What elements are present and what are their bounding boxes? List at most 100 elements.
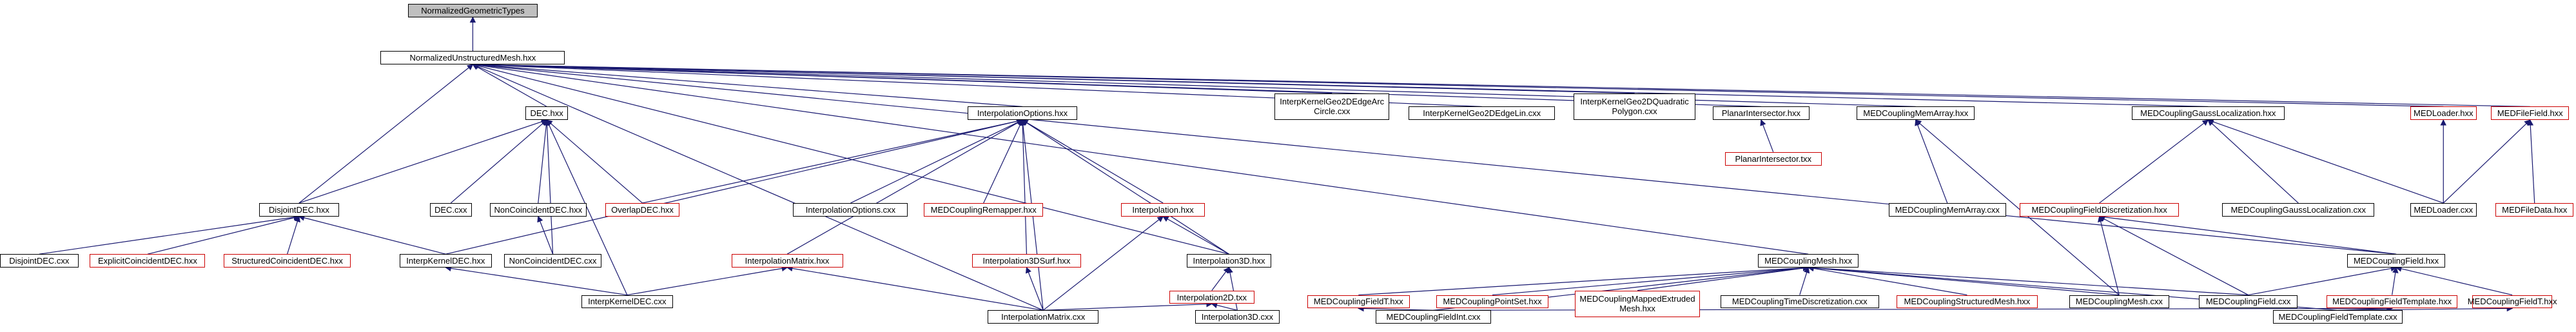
node-gaussloc-h[interactable]: MEDCouplingGaussLocalization.hxx [2131,106,2285,121]
edge-noncoin_c-to-dec_h [543,119,554,255]
edge-ftmpl_c-to-ft_h2 [2337,305,2513,312]
node-i3d-h[interactable]: Interpolation3D.hxx [1186,254,1272,268]
edge-fint_c-to-ft_h [1358,305,1434,312]
edge-mcmesh_c-to-fdisc_h [2098,215,2120,295]
node-medloader-c[interactable]: MEDLoader.cxx [2410,202,2477,217]
edge-interp_h-to-iopt_h [1022,119,1164,204]
node-overlap-h[interactable]: OverlapDEC.hxx [605,202,680,217]
edge-fdisc_h-to-gaussloc_h [2099,119,2209,204]
edge-mcmesh_c-to-mema_h [1915,119,2120,296]
edge-ftmpl_h-to-field_h [2392,266,2399,295]
node-mema-h[interactable]: MEDCouplingMemArray.hxx [1857,106,1975,121]
edge-tdisc_c-to-mcmesh_h [1799,266,1810,295]
node-ft-h[interactable]: MEDCouplingFieldT.hxx [1307,295,1410,309]
node-interp-h[interactable]: Interpolation.hxx [1120,202,1205,217]
node-planar-h[interactable]: PlanarIntersector.hxx [1712,106,1810,121]
node-iopt-c[interactable]: InterpolationOptions.cxx [793,202,908,217]
edge-djdec_h-to-num [298,64,474,204]
edge-remap_h-to-iopt_h [983,119,1023,204]
edge-dec_c-to-dec_h [450,119,548,204]
edge-i3d_h-to-interp_h [1162,216,1229,255]
node-quadpoly[interactable]: InterpKernelGeo2DQuadratic Polygon.cxx [1574,93,1696,121]
node-fdisc-h[interactable]: MEDCouplingFieldDiscretization.hxx [2020,202,2179,217]
edge-ikdec_h-to-djdec_h [298,215,446,255]
node-noncoin-h[interactable]: NonCoincidentDEC.hxx [489,202,587,217]
edge-mcmesh_c-to-mcmesh_h [1807,264,2120,296]
edge-smesh_h-to-mcmesh_h [1807,265,1967,296]
edge-medfiledata-to-medfile_h [2527,119,2535,203]
node-ft-h2[interactable]: MEDCouplingFieldT.hxx [2468,295,2557,309]
edge-i3dsurf_h-to-iopt_h [1019,119,1028,255]
node-expl-h[interactable]: ExplicitCoincidentDEC.hxx [90,254,206,268]
node-mcmesh-h[interactable]: MEDCouplingMesh.hxx [1757,254,1859,268]
edge-ikdec_c-to-dec_h [546,119,628,295]
edge-djdec_c-to-djdec_h [39,214,300,255]
node-smesh-h[interactable]: MEDCouplingStructuredMesh.hxx [1896,295,2038,309]
edge-dec_h-to-num [472,64,547,107]
node-medloader-h[interactable]: MEDLoader.hxx [2410,106,2477,121]
node-field-h[interactable]: MEDCouplingField.hxx [2347,254,2446,268]
node-fint-c[interactable]: MEDCouplingFieldInt.cxx [1376,310,1491,324]
node-edgearc[interactable]: InterpKernelGeo2DEdgeArc Circle.cxx [1274,93,1390,121]
edge-imatrix_h-to-iopt_h [786,119,1024,255]
node-medfiledata[interactable]: MEDFileData.hxx [2495,202,2574,217]
node-field-c[interactable]: MEDCouplingField.cxx [2199,295,2298,309]
node-pset-h[interactable]: MEDCouplingPointSet.hxx [1436,295,1548,309]
node-imatrix-c[interactable]: InterpolationMatrix.cxx [988,310,1099,324]
node-dec-c[interactable]: DEC.cxx [429,202,472,217]
node-mapped-h[interactable]: MEDCouplingMappedExtruded Mesh.hxx [1575,290,1700,318]
edge-noncoin_h-to-dec_h [538,119,550,204]
edge-ikdec_h-to-iopt_h [445,118,1024,255]
node-i2d-t[interactable]: Interpolation2D.txx [1169,290,1254,304]
edge-mema_c-to-mema_h [1915,119,1948,204]
edge-ikdec_c-to-ikdec_h [445,265,627,296]
node-djdec-c[interactable]: DisjointDEC.cxx [0,254,79,268]
node-mema-c[interactable]: MEDCouplingMemArray.cxx [1888,202,2006,217]
node-root: NormalizedGeometricTypes [408,3,538,17]
edge-struct_h-to-djdec_h [287,215,300,255]
node-i3dsurf-h[interactable]: Interpolation3DSurf.hxx [972,254,1081,268]
edge-planar_h-to-num [472,61,1761,107]
node-ftmpl-c[interactable]: MEDCouplingFieldTemplate.cxx [2273,310,2403,324]
edge-ft_h-to-mcmesh_h [1358,264,1810,296]
edge-gaussloc_h-to-num [472,61,2209,107]
node-ftmpl-h[interactable]: MEDCouplingFieldTemplate.hxx [2327,295,2458,309]
edge-i3d_h-to-num [472,63,1229,255]
edge-ikdec_c-to-imatrix_h [627,265,788,296]
node-iopt-h[interactable]: InterpolationOptions.hxx [968,106,1077,121]
node-remap-h[interactable]: MEDCouplingRemapper.hxx [924,202,1044,217]
node-ikdec-c[interactable]: InterpKernelDEC.cxx [581,295,673,309]
edge-djdec_h-to-dec_h [298,119,548,204]
edge-medloader_c-to-gaussloc_h [2207,119,2444,204]
node-struct-h[interactable]: StructuredCoincidentDEC.hxx [224,254,351,268]
edge-iopt_c-to-iopt_h [850,119,1024,204]
node-noncoin-c[interactable]: NonCoincidentDEC.cxx [504,254,601,268]
edge-medfile_h-to-num [472,61,2530,107]
node-dec-h[interactable]: DEC.hxx [525,106,569,121]
node-mcmesh-c[interactable]: MEDCouplingMesh.cxx [2069,295,2169,309]
edge-field_c-to-field_h [2248,265,2397,296]
edge-gaussloc_c-to-gaussloc_h [2207,119,2299,204]
node-edgelin[interactable]: InterpKernelGeo2DEdgeLin.cxx [1408,106,1556,121]
node-tdisc-c[interactable]: MEDCouplingTimeDiscretization.cxx [1720,295,1879,309]
node-num[interactable]: NormalizedUnstructuredMesh.hxx [380,51,565,65]
node-imatrix-h[interactable]: InterpolationMatrix.hxx [731,254,843,268]
edge-overlap_h-to-dec_h [546,119,643,204]
node-gaussloc-c[interactable]: MEDCouplingGaussLocalization.cxx [2222,202,2375,217]
edge-i2d_t-to-i3d_h [1211,267,1230,291]
edge-imatrix_c-to-imatrix_h [786,265,1044,311]
edge-planar_t-to-planar_h [1760,119,1774,152]
node-djdec-h[interactable]: DisjointDEC.hxx [259,202,340,217]
node-planar-t[interactable]: PlanarIntersector.txx [1724,151,1822,166]
node-ikdec-h[interactable]: InterpKernelDEC.hxx [400,254,492,268]
node-medfile-h[interactable]: MEDFileField.hxx [2491,106,2570,121]
node-i3d-c[interactable]: Interpolation3D.cxx [1195,310,1280,324]
edge-imatrix_c-to-num [472,63,1044,311]
edge-imatrix_c-to-i3dsurf_h [1026,266,1044,311]
edge-field_h-to-num [472,62,2397,255]
edge-field_h-to-fdisc_h [2098,214,2397,255]
edge-field_c-to-mcmesh_h [1807,264,2249,296]
edge-imatrix_c-to-interp_h [1042,216,1164,311]
